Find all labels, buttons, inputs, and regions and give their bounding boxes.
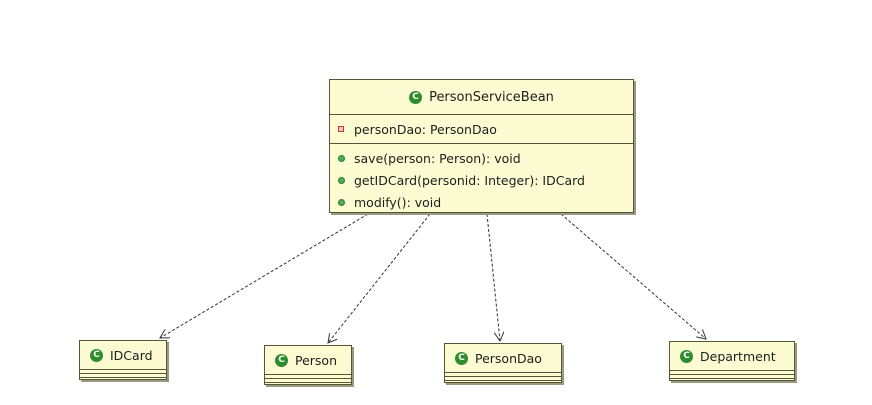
class-icon: C: [680, 349, 693, 363]
class-title: C PersonDao: [445, 344, 561, 373]
class-title: C Department: [670, 342, 794, 371]
method-text: modify(): void: [354, 194, 442, 210]
field-text: personDao: PersonDao: [354, 121, 497, 137]
class-icon: C: [275, 353, 288, 367]
class-name: Department: [700, 348, 776, 364]
private-field-icon: [338, 126, 344, 132]
method-text: save(person: Person): void: [354, 150, 521, 166]
class-title: C Person: [265, 346, 351, 375]
class-idcard[interactable]: C IDCard: [79, 340, 167, 380]
class-personservicebean[interactable]: C PersonServiceBean personDao: PersonDao…: [329, 79, 634, 213]
class-name: PersonDao: [475, 350, 542, 366]
class-icon: C: [455, 351, 468, 365]
public-method-icon: [338, 154, 345, 162]
public-method-icon: [338, 198, 345, 206]
fields-section: personDao: PersonDao: [330, 115, 633, 144]
arrow-to-person: [328, 213, 431, 343]
arrow-to-persondao: [486, 213, 500, 341]
class-department[interactable]: C Department: [669, 341, 795, 381]
class-title: C IDCard: [80, 341, 166, 370]
arrow-to-idcard: [160, 213, 369, 338]
method-row: modify(): void: [330, 191, 633, 213]
class-person[interactable]: C Person: [264, 345, 352, 385]
field-row: personDao: PersonDao: [330, 118, 633, 140]
empty-compartments: [80, 370, 166, 379]
class-name: PersonServiceBean: [429, 89, 554, 105]
class-title: C PersonServiceBean: [330, 80, 633, 115]
empty-compartments: [670, 371, 794, 380]
class-name: Person: [295, 352, 338, 368]
method-row: getIDCard(personid: Integer): IDCard: [330, 169, 633, 191]
class-name: IDCard: [110, 347, 153, 363]
class-icon: C: [409, 90, 423, 104]
public-method-icon: [338, 176, 345, 184]
methods-section: save(person: Person): void getIDCard(per…: [330, 144, 633, 216]
class-icon: C: [90, 348, 103, 362]
empty-compartments: [445, 373, 561, 382]
method-row: save(person: Person): void: [330, 147, 633, 169]
empty-compartments: [265, 375, 351, 384]
class-persondao[interactable]: C PersonDao: [444, 343, 562, 383]
method-text: getIDCard(personid: Integer): IDCard: [354, 172, 585, 188]
arrow-to-department: [560, 213, 706, 339]
